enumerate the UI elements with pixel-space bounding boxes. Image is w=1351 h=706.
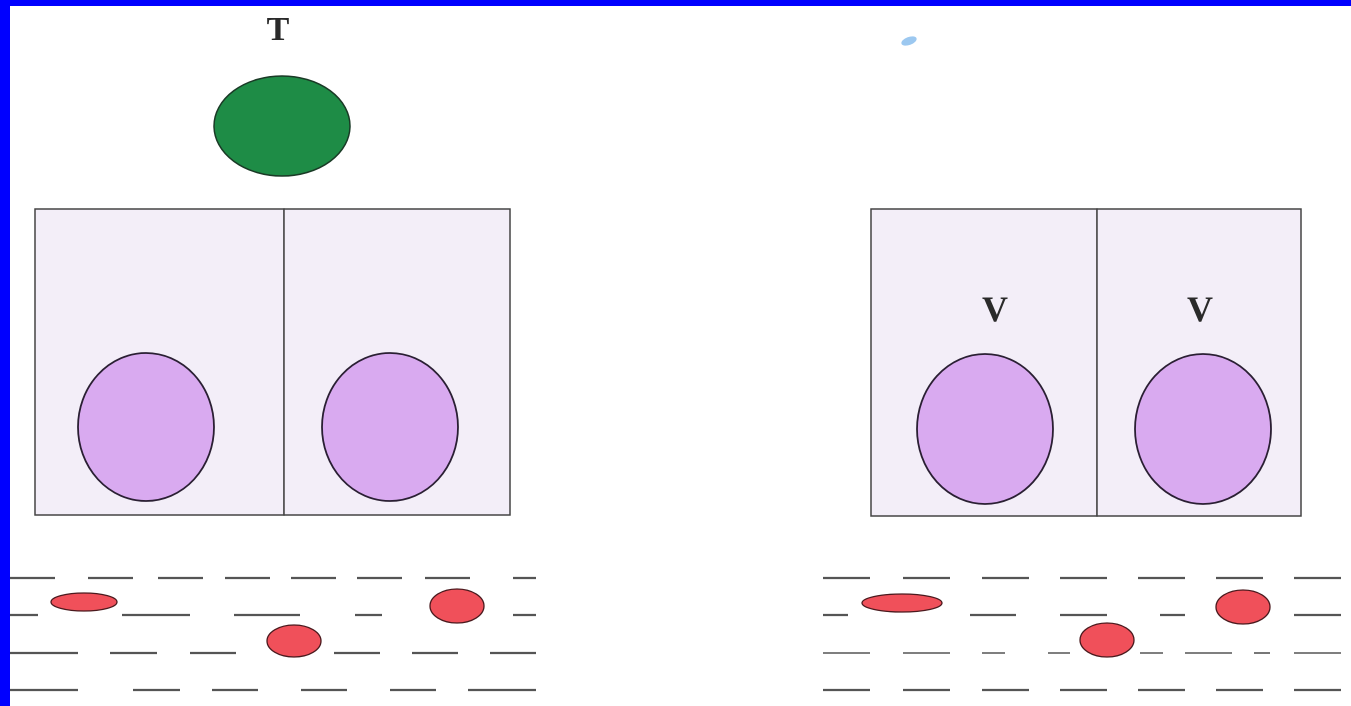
right-red-blood-cells bbox=[862, 590, 1270, 657]
left-cell-1-nucleus bbox=[78, 353, 214, 501]
diagram-svg: T V V bbox=[10, 6, 1351, 706]
left-red-blood-cells bbox=[51, 589, 484, 657]
red-blood-cell bbox=[51, 593, 117, 611]
t-cell bbox=[214, 76, 350, 176]
virus-label-right: V bbox=[1187, 289, 1213, 329]
right-cell-1-nucleus bbox=[917, 354, 1053, 504]
left-cell-2-nucleus bbox=[322, 353, 458, 501]
diagram-canvas: T V V bbox=[10, 6, 1351, 706]
red-blood-cell bbox=[1080, 623, 1134, 657]
red-blood-cell bbox=[1216, 590, 1270, 624]
speck bbox=[900, 35, 918, 48]
right-cell-2-nucleus bbox=[1135, 354, 1271, 504]
left-epithelium bbox=[35, 209, 510, 515]
red-blood-cell bbox=[430, 589, 484, 623]
red-blood-cell bbox=[862, 594, 942, 612]
red-blood-cell bbox=[267, 625, 321, 657]
t-cell-label: T bbox=[267, 11, 290, 48]
virus-label-left: V bbox=[982, 289, 1008, 329]
right-epithelium: V V bbox=[871, 209, 1301, 516]
